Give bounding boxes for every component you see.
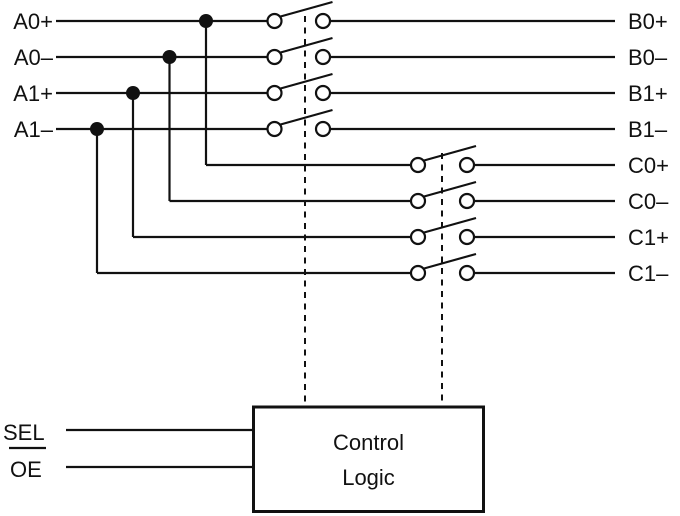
control-logic-box xyxy=(252,405,485,513)
c-switch-3-contact-left xyxy=(409,264,427,282)
junction-dot xyxy=(126,86,140,100)
junction-dot xyxy=(90,122,104,136)
c-switch-1-arm xyxy=(423,180,477,198)
sel-input-label: SEL xyxy=(3,420,45,445)
c-switch-2-contact-left xyxy=(409,228,427,246)
signal-label-right: B1+ xyxy=(628,81,668,106)
junction-dot xyxy=(162,50,177,64)
c-switch-1-contact-left xyxy=(409,192,427,210)
b-switch-3-arm xyxy=(280,108,333,126)
b-switch-3-contact-left xyxy=(266,120,283,138)
signal-label-right: C0+ xyxy=(628,153,669,178)
signal-label-left: A1– xyxy=(14,117,54,142)
b-switch-2-arm xyxy=(280,72,333,90)
b-switch-3-contact-right xyxy=(314,120,332,138)
control-logic-label-line1: Control xyxy=(333,430,404,455)
b-switch-2-contact-right xyxy=(314,84,332,102)
junction-dot xyxy=(199,14,213,28)
signal-label-left: A0+ xyxy=(13,9,53,34)
signal-label-left: A0– xyxy=(14,45,54,70)
control-logic-label-line2: Logic xyxy=(342,465,395,490)
signal-label-right: C1– xyxy=(628,261,669,286)
c-switch-0-arm xyxy=(423,144,477,162)
b-switch-0-contact-left xyxy=(266,12,283,30)
signal-label-right: B0– xyxy=(628,45,668,70)
b-switch-1-arm xyxy=(280,36,333,54)
oe-input-label: OE xyxy=(10,457,42,482)
b-switch-1-contact-left xyxy=(266,48,283,66)
signal-label-right: B1– xyxy=(628,117,668,142)
signal-label-right: C0– xyxy=(628,189,669,214)
signal-label-right: B0+ xyxy=(628,9,668,34)
c-switch-2-contact-right xyxy=(458,228,476,246)
b-switch-0-arm xyxy=(280,0,333,18)
c-switch-3-contact-right xyxy=(458,264,476,282)
b-switch-0-contact-right xyxy=(314,12,332,30)
signal-label-left: A1+ xyxy=(13,81,53,106)
c-switch-0-contact-right xyxy=(458,156,476,174)
b-switch-1-contact-right xyxy=(314,48,332,66)
c-switch-2-arm xyxy=(423,216,477,234)
b-switch-2-contact-left xyxy=(266,84,283,102)
signal-label-right: C1+ xyxy=(628,225,669,250)
c-switch-3-arm xyxy=(423,252,477,270)
c-switch-1-contact-right xyxy=(458,192,476,210)
c-switch-0-contact-left xyxy=(409,156,427,174)
